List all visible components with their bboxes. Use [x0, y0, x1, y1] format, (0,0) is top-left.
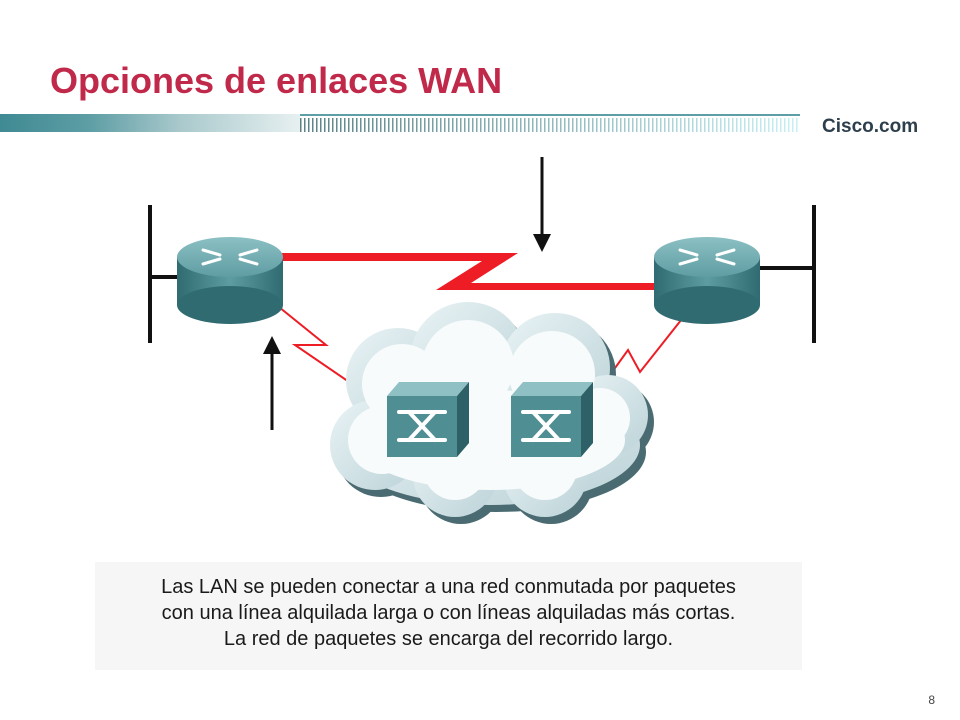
- router-right: [654, 237, 760, 324]
- caption-line-3: La red de paquetes se encarga del recorr…: [223, 628, 674, 650]
- arrow-up-icon: [263, 336, 281, 430]
- router-arrows-icon: [201, 248, 259, 266]
- slide-number: 8: [928, 693, 935, 707]
- header-band: [0, 112, 960, 136]
- wan-diagram: [148, 157, 816, 524]
- leased-line-short-left: [273, 302, 394, 413]
- brand-logo-text: Cisco.com: [822, 116, 919, 137]
- switch-arrows-icon: [397, 410, 447, 442]
- slide-title: Opciones de enlaces WAN: [50, 60, 503, 101]
- arrow-down-icon: [533, 157, 551, 252]
- router-arrows-icon: [678, 248, 736, 266]
- band-stripes: [300, 118, 798, 132]
- router-left: [177, 237, 283, 324]
- switch-left: [387, 382, 469, 457]
- leased-line-long: [270, 253, 656, 290]
- caption-box: Las LAN se pueden conectar a una red con…: [95, 562, 802, 670]
- switch-arrows-icon: [521, 410, 571, 442]
- switch-right: [511, 382, 593, 457]
- caption-line-2: con una línea alquilada larga o con líne…: [161, 602, 736, 624]
- caption-line-1: Las LAN se pueden conectar a una red con…: [161, 576, 736, 598]
- packet-network-cloud: [330, 302, 654, 524]
